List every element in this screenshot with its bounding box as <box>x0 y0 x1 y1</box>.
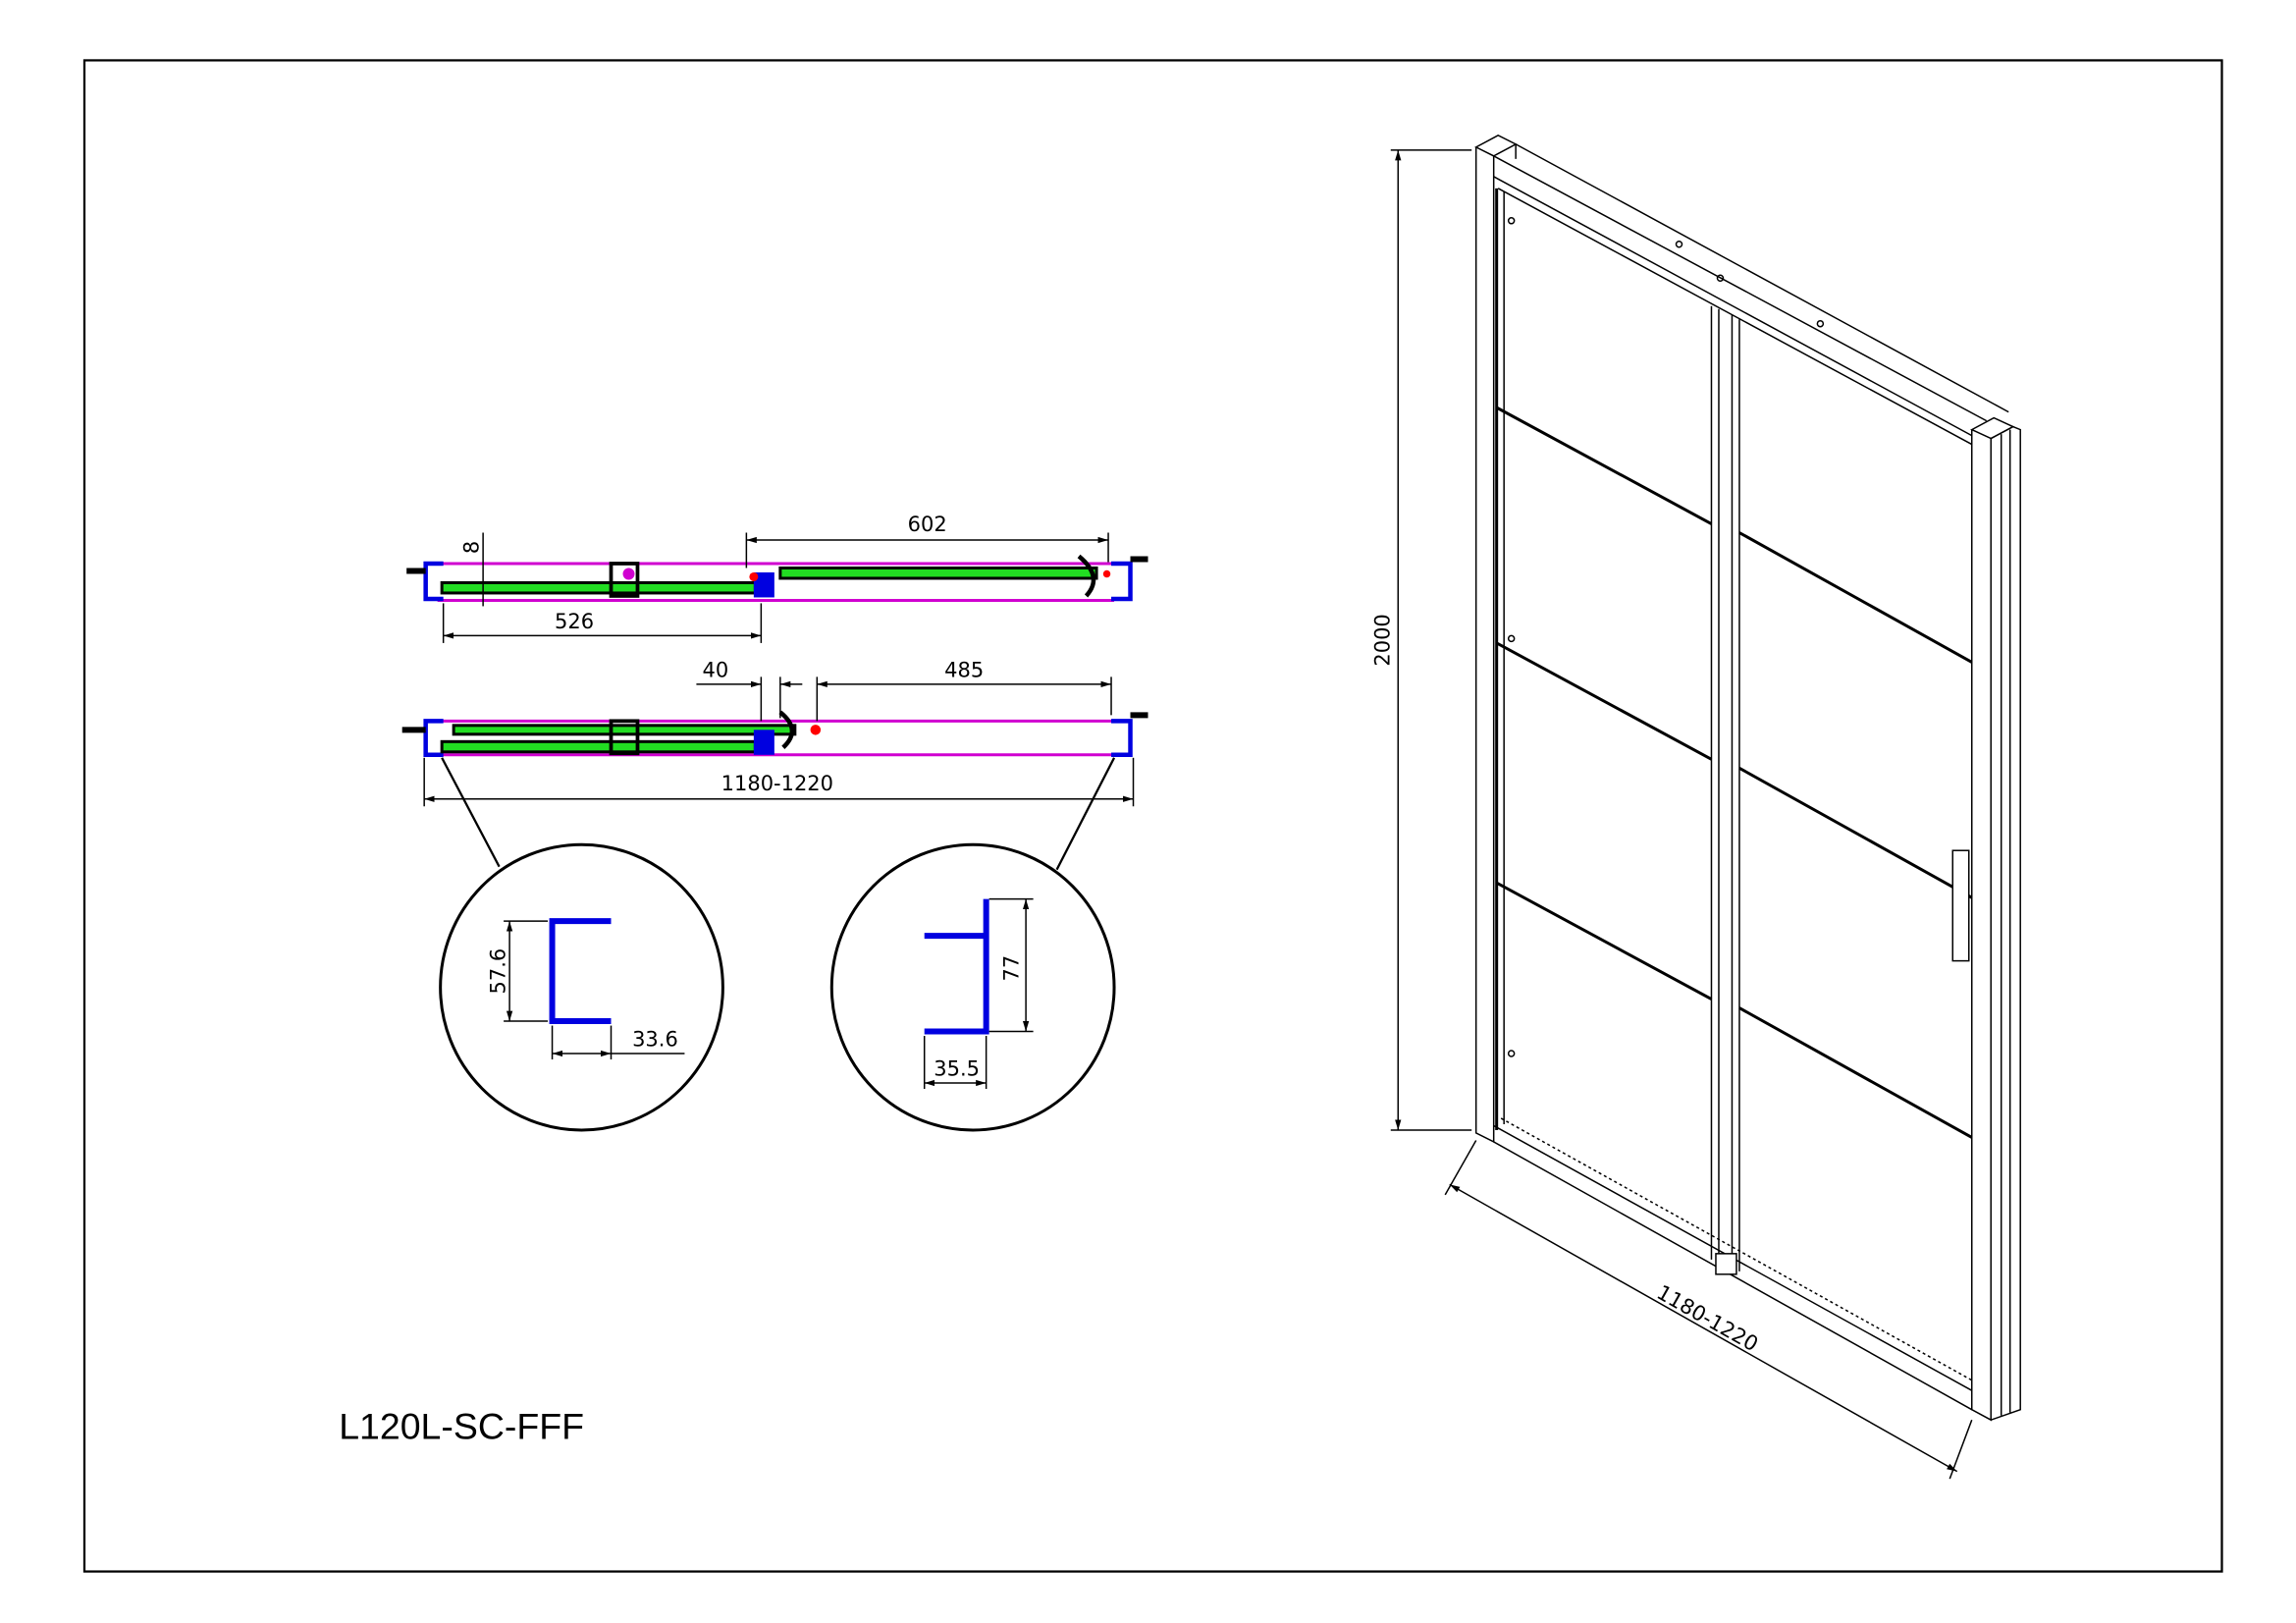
dim-overlap: 40 <box>703 658 729 681</box>
isometric-view <box>1390 135 2021 1480</box>
dim-total-width: 1180-1220 <box>721 772 833 795</box>
dim-fixed-panel: 526 <box>555 610 594 633</box>
dim-iso-height: 2000 <box>1370 614 1394 666</box>
dim-glass-offset: 8 <box>460 541 484 554</box>
dim-iso-width: 1180-1220 <box>1653 1280 1762 1356</box>
plan-view-open: 602 526 8 <box>406 513 1148 643</box>
dim-opening: 485 <box>944 658 984 681</box>
dim-right-width: 35.5 <box>934 1057 980 1081</box>
plan-view-closed: 40 485 1180-1220 <box>401 658 1148 871</box>
detail-right-profile: 77 35.5 <box>829 842 1116 1132</box>
dim-left-height: 57.6 <box>487 948 510 995</box>
drawing-border <box>82 59 2223 1573</box>
detail-left-profile: 57.6 33.6 <box>439 842 724 1132</box>
dim-sliding-panel: 602 <box>908 513 947 536</box>
dim-left-width: 33.6 <box>632 1028 678 1052</box>
model-code: L120L-SC-FFF <box>339 1406 584 1447</box>
dim-right-height: 77 <box>1000 955 1024 982</box>
